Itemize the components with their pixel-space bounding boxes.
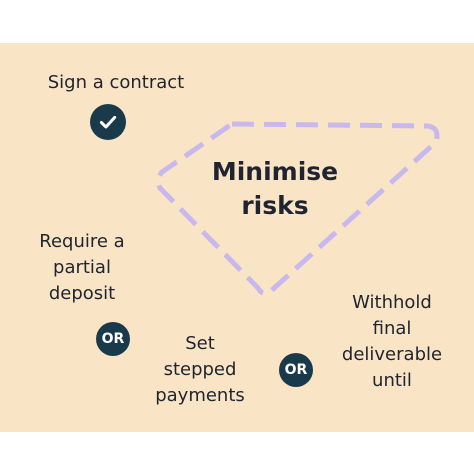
sign-contract-label: Sign a contract [47,72,185,93]
partial-deposit-label: Require a partial deposit [39,231,125,304]
check-icon [90,104,126,140]
or-badge-right: OR [279,353,313,387]
diagram-title: Minimise risks [211,157,339,220]
stepped-payments-label: Set stepped payments [155,333,245,406]
or-badge-left: OR [96,322,130,356]
withhold-deliverable-label: Withhold final deliverable until [341,292,443,391]
